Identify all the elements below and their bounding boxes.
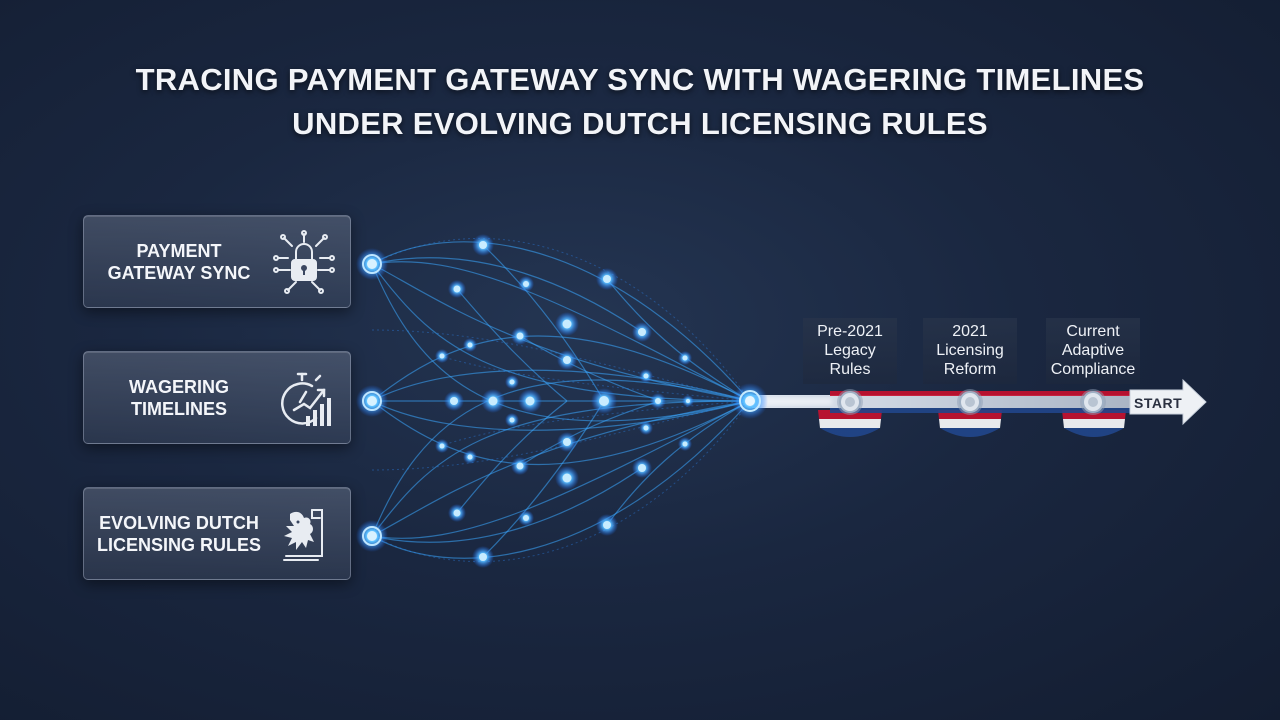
stopwatch-growth-chart-icon [281, 372, 331, 426]
network-node [596, 514, 618, 536]
network-node [632, 458, 652, 478]
network-node [463, 338, 477, 352]
milestone-node [1080, 389, 1106, 415]
flag-badge [938, 410, 1002, 437]
input-box-wagering-timelines: WAGERING TIMELINES [83, 351, 351, 444]
input-port-node [356, 385, 388, 417]
network-node [505, 413, 519, 427]
input-label: EVOLVING DUTCH LICENSING RULES [84, 488, 274, 579]
input-label-line-2: LICENSING RULES [96, 534, 261, 555]
network-node [481, 389, 505, 413]
network-node [678, 351, 692, 365]
network-node [591, 388, 617, 414]
input-label-line-1: EVOLVING DUTCH [99, 512, 259, 533]
network-node [682, 395, 694, 407]
input-label: WAGERING TIMELINES [84, 352, 274, 443]
network-node [444, 391, 464, 411]
input-label-line-1: WAGERING [128, 376, 229, 397]
network-node [639, 369, 653, 383]
network-node [518, 276, 534, 292]
input-port-node [356, 248, 388, 280]
padlock-circuit-icon [273, 230, 335, 294]
network-node [678, 437, 692, 451]
milestone-label-pre-2021: Pre-2021 Legacy Rules [803, 318, 897, 384]
network-node [557, 432, 577, 452]
input-box-evolving-dutch-licensing-rules: EVOLVING DUTCH LICENSING RULES [83, 487, 351, 580]
milestone-label-line-2: Adaptive [1061, 342, 1125, 359]
milestone-label-current: Current Adaptive Compliance [1046, 318, 1140, 384]
start-arrow [1129, 378, 1207, 426]
input-label: PAYMENT GATEWAY SYNC [84, 216, 274, 307]
milestone-label-line-1: Current [1066, 323, 1120, 340]
milestone-label-line-1: 2021 [952, 323, 988, 340]
network-node [435, 349, 449, 363]
network-node [505, 375, 519, 389]
timeline-flag-badges [818, 410, 1126, 437]
input-label-line-1: PAYMENT [136, 240, 222, 261]
network-node [463, 450, 477, 464]
input-port-node [356, 520, 388, 552]
network-node [448, 280, 466, 298]
title-line-1: TRACING PAYMENT GATEWAY SYNC WITH WAGERI… [135, 62, 1145, 97]
milestone-node [957, 389, 983, 415]
network-node [632, 322, 652, 342]
milestone-label-line-2: Legacy [824, 342, 876, 359]
network-node [650, 393, 666, 409]
milestone-label-line-3: Compliance [1050, 361, 1136, 378]
network-nodes [435, 234, 694, 568]
network-node [435, 439, 449, 453]
network-node [511, 327, 529, 345]
convergence-node [732, 383, 768, 419]
milestone-label-line-3: Reform [943, 361, 997, 378]
title-line-2: UNDER EVOLVING DUTCH LICENSING RULES [292, 106, 988, 141]
network-node [448, 504, 466, 522]
network-node [555, 466, 579, 490]
flag-badge [1062, 410, 1126, 437]
network-node [472, 234, 494, 256]
milestone-label-line-1: Pre-2021 [817, 323, 883, 340]
input-label-line-2: TIMELINES [130, 398, 227, 419]
page-title: TRACING PAYMENT GATEWAY SYNC WITH WAGERI… [0, 58, 1280, 146]
milestone-label-line-3: Rules [829, 361, 871, 378]
input-port-nodes [356, 248, 388, 552]
network-node [596, 268, 618, 290]
dutch-lion-document-icon [283, 509, 323, 561]
network-node [518, 389, 542, 413]
network-node [555, 312, 579, 336]
network-node [518, 510, 534, 526]
milestone-label-line-2: Licensing [936, 342, 1004, 359]
network-node [557, 350, 577, 370]
input-label-line-2: GATEWAY SYNC [107, 262, 251, 283]
milestone-label-2021-reform: 2021 Licensing Reform [923, 318, 1017, 384]
network-node [472, 546, 494, 568]
flag-badge [818, 410, 882, 437]
milestone-nodes [837, 389, 1106, 415]
network-node [511, 457, 529, 475]
network-node [639, 421, 653, 435]
milestone-node [837, 389, 863, 415]
input-box-payment-gateway-sync: PAYMENT GATEWAY SYNC [83, 215, 351, 308]
start-label: START [1134, 395, 1183, 411]
